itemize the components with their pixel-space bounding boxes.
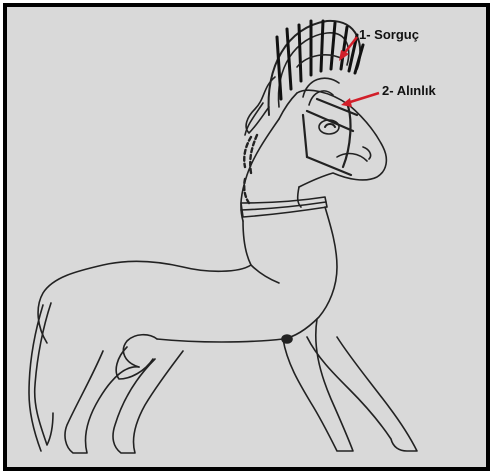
horse-drawing [7, 7, 486, 467]
label-alinlik: 2- Alınlık [382, 83, 436, 98]
diagram-frame: 1- Sorguç 2- Alınlık [3, 3, 490, 471]
horse-head [279, 90, 386, 187]
arrow-alinlik [341, 93, 379, 107]
label-sorguc: 1- Sorguç [359, 27, 419, 42]
